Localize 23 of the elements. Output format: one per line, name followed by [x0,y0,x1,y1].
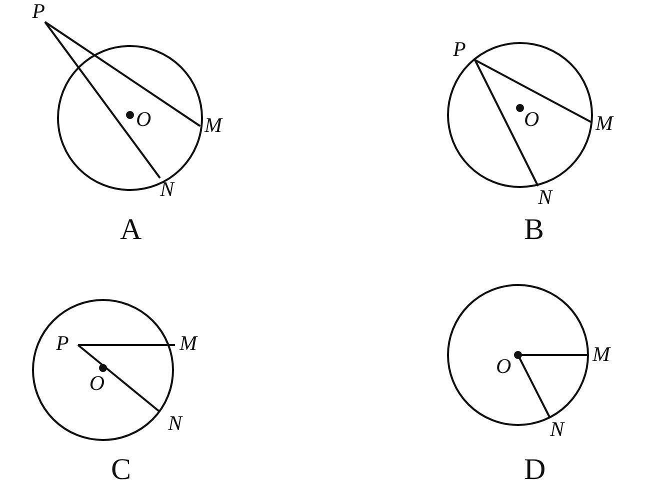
point-label: N [160,412,182,434]
line-segment [44,21,201,127]
point-label: M [588,343,610,365]
point-label: O [136,108,158,130]
point-label: M [591,112,613,134]
point-label: M [175,332,197,354]
line-segment [474,60,539,186]
point-label: P [453,38,475,60]
figure-label: B [524,214,544,246]
point-label: N [534,186,556,208]
line-segment [474,59,592,123]
point-label: M [200,114,222,136]
point-label: O [524,108,546,130]
figure-label: C [111,454,132,486]
point-label: O [86,372,108,394]
figure-label: D [524,454,546,486]
point-label: P [56,332,78,354]
point-label: N [156,178,178,200]
point-label: N [546,418,568,440]
figure-label: A [120,214,142,246]
line-segment [78,344,175,346]
point-label: O [496,355,518,377]
point-label: P [23,0,45,22]
